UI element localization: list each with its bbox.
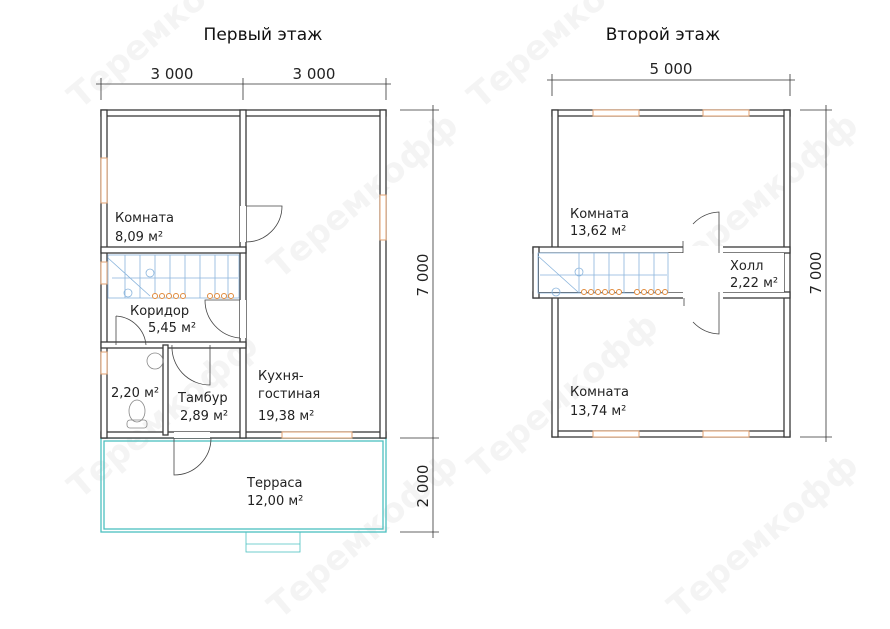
balusters (152, 293, 234, 299)
svg-text:гостиная: гостиная (258, 387, 320, 402)
dimension-right-terrace: 2 000 (414, 465, 432, 508)
svg-text:13,74 м²: 13,74 м² (570, 404, 626, 419)
second-floor-title: Второй этаж (606, 25, 721, 45)
svg-text:Теремкофф: Теремкофф (460, 0, 666, 117)
svg-text:Комната: Комната (570, 385, 629, 400)
svg-text:Теремкофф: Теремкофф (660, 445, 866, 627)
svg-text:Тамбур: Тамбур (177, 391, 228, 406)
room-labels: Комната 13,62 м² Холл 2,22 м² Комната 13… (570, 207, 778, 419)
svg-text:Комната: Комната (570, 207, 629, 222)
windows (592, 109, 750, 438)
second-floor: Второй этаж 5 000 7 000 (532, 25, 832, 442)
dimension-top-left: 3 000 (151, 65, 194, 83)
windows (100, 157, 387, 439)
svg-text:12,00 м²: 12,00 м² (247, 494, 303, 509)
svg-text:Кухня-: Кухня- (258, 369, 304, 384)
dimension-top-right: 3 000 (293, 65, 336, 83)
doors (682, 211, 720, 335)
svg-text:2,89 м²: 2,89 м² (180, 409, 228, 424)
svg-text:Теремкофф: Теремкофф (260, 445, 466, 627)
svg-text:Теремкофф: Теремкофф (60, 0, 266, 117)
staircase-icon (107, 254, 240, 299)
walls (532, 109, 791, 438)
dimension-top: 5 000 (650, 60, 693, 78)
svg-text:Теремкофф: Теремкофф (260, 105, 466, 287)
svg-text:Комната: Комната (115, 211, 174, 226)
svg-text:Терраса: Терраса (246, 476, 303, 491)
svg-text:5,45 м²: 5,45 м² (148, 321, 196, 336)
first-floor-title: Первый этаж (204, 25, 323, 45)
svg-text:Коридор: Коридор (130, 304, 189, 319)
sink-icon (146, 352, 164, 370)
svg-text:Теремкофф: Теремкофф (460, 305, 666, 487)
svg-text:8,09 м²: 8,09 м² (115, 230, 163, 245)
dimension-lines (96, 78, 439, 538)
dimension-right-main: 7 000 (414, 254, 432, 297)
svg-text:Холл: Холл (730, 259, 763, 274)
room-labels: Комната 8,09 м² Коридор 5,45 м² 2,20 м² … (111, 211, 320, 509)
first-floor: Первый этаж 3 000 3 000 7 000 2 000 (96, 25, 439, 553)
dimension-lines (547, 74, 832, 442)
svg-text:13,62 м²: 13,62 м² (570, 224, 626, 239)
svg-text:2,22 м²: 2,22 м² (730, 276, 778, 291)
balusters (581, 289, 668, 295)
toilet-icon (126, 399, 148, 429)
staircase-icon (537, 252, 669, 297)
svg-text:19,38 м²: 19,38 м² (258, 409, 314, 424)
svg-text:2,20 м²: 2,20 м² (111, 386, 159, 401)
doors (115, 205, 283, 476)
dimension-right: 7 000 (807, 252, 825, 295)
